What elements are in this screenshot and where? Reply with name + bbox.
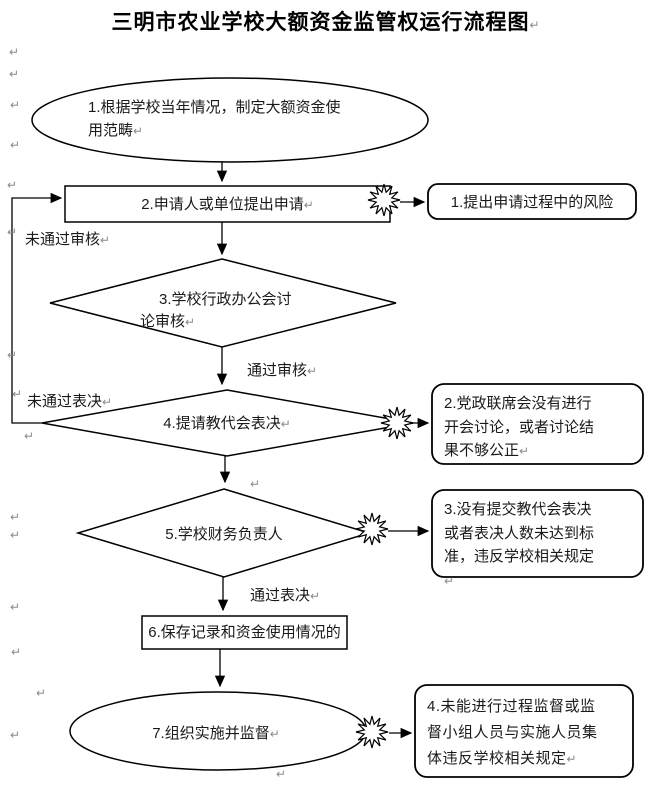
node-admin-review <box>49 258 397 348</box>
pilcrow-mark: ↵ <box>36 686 47 700</box>
edge-label-fail-vote: 未通过表决↵ <box>27 393 113 410</box>
pilcrow-mark: ↵ <box>519 444 530 458</box>
pilcrow-mark: ↵ <box>307 364 318 378</box>
pilcrow-mark: ↵ <box>7 225 18 239</box>
edge-label-pass-audit: 通过审核↵ <box>247 362 318 379</box>
node-staff-vote-label: 4.提请教代会表决↵ <box>163 415 291 432</box>
pilcrow-mark: ↵ <box>10 138 21 152</box>
node-define-scope <box>31 77 429 163</box>
pilcrow-mark: ↵ <box>24 429 35 443</box>
pilcrow-mark: ↵ <box>9 45 20 59</box>
pilcrow-mark: ↵ <box>10 600 21 614</box>
pilcrow-mark: ↵ <box>529 18 540 32</box>
pilcrow-mark: ↵ <box>12 387 23 401</box>
pilcrow-mark: ↵ <box>269 727 280 741</box>
pilcrow-mark: ↵ <box>100 233 111 247</box>
node-staff-vote <box>41 389 414 457</box>
page-title: 三明市农业学校大额资金监管权运行流程图↵ <box>111 11 540 34</box>
pilcrow-mark: ↵ <box>133 124 144 138</box>
node-finance-officer <box>75 488 372 578</box>
risk-box-4 <box>414 684 634 778</box>
pilcrow-mark: ↵ <box>7 178 18 192</box>
pilcrow-mark: ↵ <box>7 348 18 362</box>
risk-box-4-label: 4.未能进行过程监督或监督小组人员与实施人员集体违反学校相关规定↵ <box>427 698 598 767</box>
node-implement-supervise-label: 7.组织实施并监督↵ <box>152 725 280 742</box>
pilcrow-mark: ↵ <box>444 573 455 588</box>
pilcrow-mark: ↵ <box>280 417 291 431</box>
pilcrow-mark: ↵ <box>250 477 261 491</box>
pilcrow-mark: ↵ <box>303 198 314 212</box>
pilcrow-mark: ↵ <box>102 395 113 409</box>
pilcrow-mark: ↵ <box>310 589 321 603</box>
node-admin-review-label: 3.学校行政办公会讨论审核↵ <box>140 291 292 330</box>
node-save-records <box>141 615 348 650</box>
pilcrow-mark: ↵ <box>10 510 21 524</box>
pilcrow-mark: ↵ <box>10 98 21 112</box>
pilcrow-mark: ↵ <box>276 767 287 781</box>
edge-label-pass-vote: 通过表决↵ <box>250 587 321 604</box>
node-define-scope-label: 1.根据学校当年情况，制定大额资金使用范畴↵ <box>88 99 341 139</box>
risk-box-3-label: 3.没有提交教代会表决或者表决人数未达到标准，违反学校相关规定↵ <box>444 501 595 588</box>
risk-box-1-label: 1.提出申请过程中的风险 <box>450 194 614 211</box>
edge-label-fail-audit: 未通过审核↵ <box>25 231 111 248</box>
node-save-records-label: 6.保存记录和资金使用情况的 <box>148 624 341 641</box>
pilcrow-mark: ↵ <box>566 752 577 766</box>
pilcrow-mark: ↵ <box>185 315 196 329</box>
pilcrow-mark: ↵ <box>10 728 21 742</box>
explosion-icon <box>380 406 414 440</box>
arrow-feedback-to-n2 <box>11 192 63 424</box>
pilcrow-mark: ↵ <box>9 67 20 81</box>
pilcrow-mark: ↵ <box>11 645 22 659</box>
risk-box-2 <box>431 383 644 465</box>
pilcrow-mark: ↵ <box>10 528 21 542</box>
node-submit-application-label: 2.申请人或单位提出申请↵ <box>141 196 314 213</box>
node-finance-officer-label: 5.学校财务负责人 <box>165 526 283 543</box>
risk-box-2-label: 2.党政联席会没有进行开会讨论，或者讨论结果不够公正↵ <box>444 395 595 459</box>
risk-box-3 <box>431 489 644 578</box>
risk-box-1 <box>427 183 637 220</box>
